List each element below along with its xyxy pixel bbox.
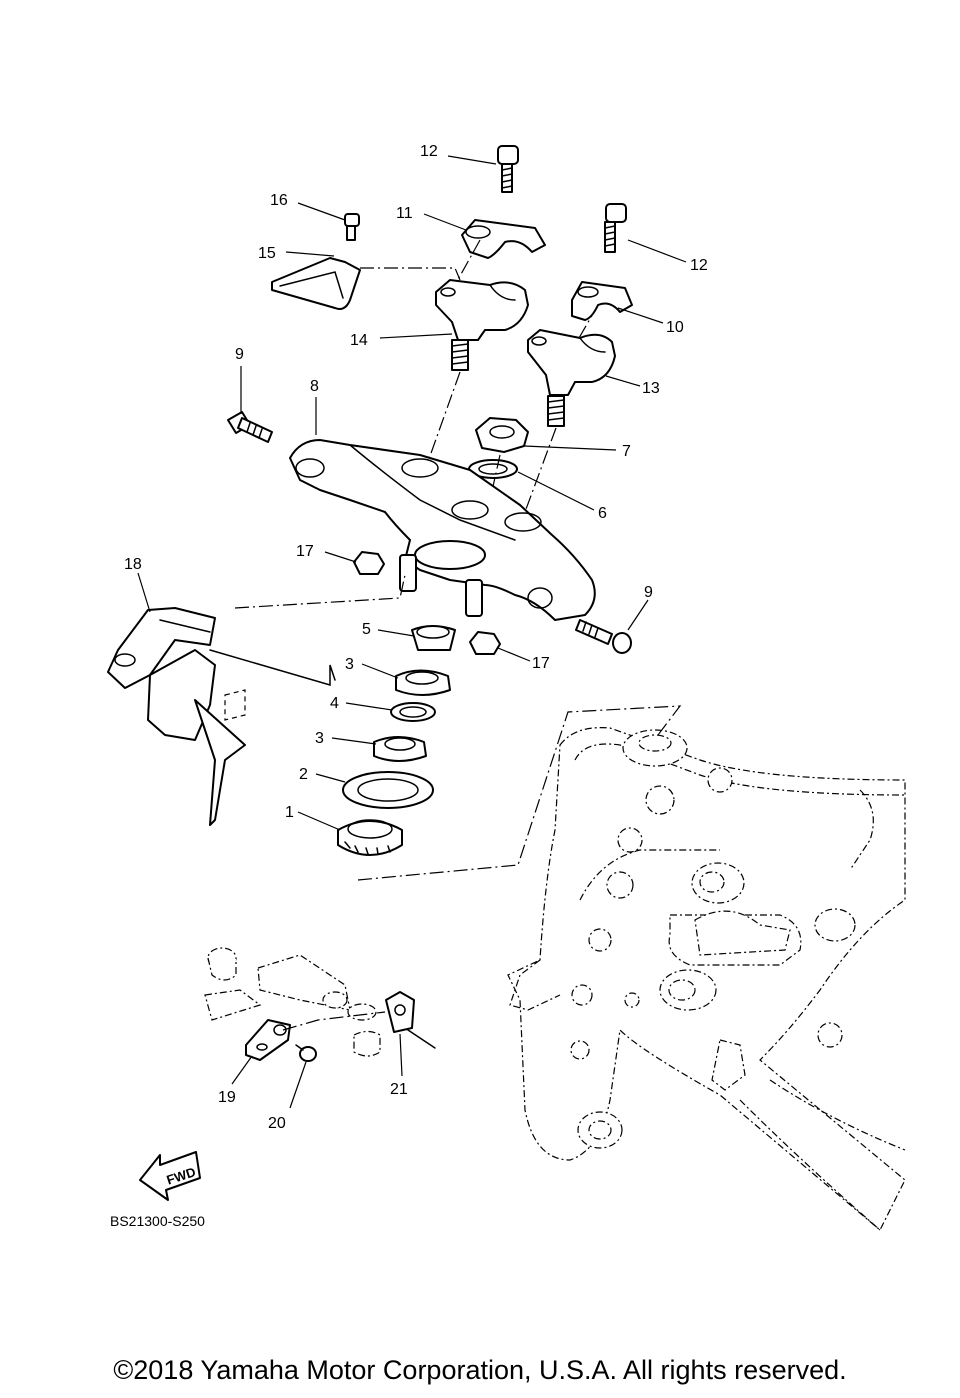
callout-9-left: 9 bbox=[235, 346, 244, 363]
callout-9-right: 9 bbox=[644, 584, 653, 601]
callouts: 12 11 12 10 13 14 16 15 9 8 7 6 17 18 9 … bbox=[124, 143, 708, 1132]
diagram-code: BS21300-S250 bbox=[110, 1213, 205, 1229]
lower-handlebar-holder-left bbox=[435, 279, 529, 371]
leader-lines bbox=[137, 155, 687, 1109]
ring-nut-upper bbox=[395, 669, 451, 696]
callout-18: 18 bbox=[124, 556, 142, 573]
upper-bracket bbox=[289, 439, 596, 621]
callout-15: 15 bbox=[258, 245, 276, 262]
callout-21: 21 bbox=[390, 1081, 408, 1098]
callout-12-right: 12 bbox=[690, 257, 708, 274]
handlebar-bolt-right bbox=[604, 203, 627, 253]
pinch-bolt-left bbox=[227, 411, 273, 443]
lower-handlebar-holder-right bbox=[527, 329, 616, 427]
harness-bracket bbox=[107, 607, 336, 826]
ring-nut-lower bbox=[373, 736, 427, 762]
callout-6: 6 bbox=[598, 505, 607, 522]
clamp-bolt-small bbox=[344, 213, 360, 241]
lower-left-phantom bbox=[204, 947, 381, 1057]
callout-3-upper: 3 bbox=[345, 656, 354, 673]
callout-10: 10 bbox=[666, 319, 684, 336]
lock-washer bbox=[390, 702, 436, 722]
callout-1: 1 bbox=[285, 804, 294, 821]
cap-nut-left bbox=[353, 551, 385, 575]
upper-handlebar-holder-left bbox=[461, 219, 546, 259]
callout-8: 8 bbox=[310, 378, 319, 395]
callout-3-lower: 3 bbox=[315, 730, 324, 747]
callout-5: 5 bbox=[362, 621, 371, 638]
callout-4: 4 bbox=[330, 695, 339, 712]
handlebar-bolt-left bbox=[497, 145, 519, 193]
copyright-notice: ©2018 Yamaha Motor Corporation, U.S.A. A… bbox=[113, 1355, 847, 1385]
upper-handlebar-holder-right bbox=[571, 281, 633, 321]
steering-stem-nut bbox=[475, 417, 529, 453]
callout-2: 2 bbox=[299, 766, 308, 783]
frame-phantom bbox=[507, 727, 906, 1231]
callout-11: 11 bbox=[396, 205, 413, 222]
stem-bearing bbox=[337, 819, 403, 856]
frame-reference-line bbox=[357, 705, 682, 881]
callout-12-left: 12 bbox=[420, 143, 438, 160]
callout-16: 16 bbox=[270, 192, 288, 209]
sensor-screw bbox=[295, 1044, 317, 1062]
callout-17-left: 17 bbox=[296, 543, 314, 560]
callout-19: 19 bbox=[218, 1089, 236, 1106]
bearing-cover bbox=[342, 771, 434, 809]
callout-17-right: 17 bbox=[532, 655, 550, 672]
callout-13: 13 bbox=[642, 380, 660, 397]
pinch-bolt-right bbox=[575, 619, 632, 654]
cap-nut-right bbox=[469, 631, 501, 655]
fwd-arrow-icon: FWD bbox=[139, 1151, 201, 1201]
sensor-bracket bbox=[245, 1019, 291, 1061]
sensor bbox=[385, 991, 436, 1049]
callout-14: 14 bbox=[350, 332, 368, 349]
callout-7: 7 bbox=[622, 443, 631, 460]
callout-20: 20 bbox=[268, 1115, 286, 1132]
clamp-bracket bbox=[271, 257, 361, 310]
